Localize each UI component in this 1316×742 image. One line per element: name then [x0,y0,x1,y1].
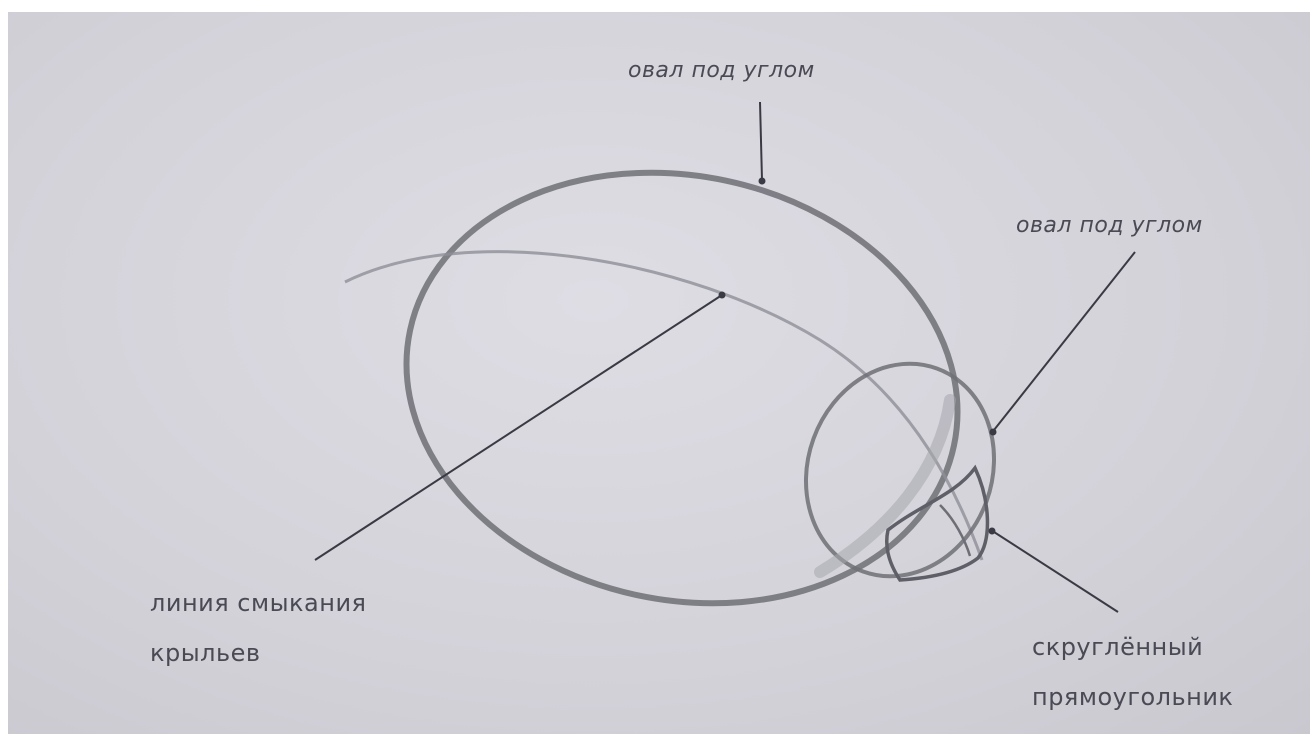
leader-line-oval-right [994,252,1135,430]
label-wing-line-1: линия смыкания [150,578,366,628]
leader-line-oval-top [760,102,762,180]
head-oval [777,337,1024,603]
label-rect-line-2: прямоугольник [1032,672,1233,722]
leader-line-rect [994,532,1118,612]
label-wing-closure-line: линия смыкания крыльев [150,578,366,678]
label-rect-line-1: скруглённый [1032,622,1233,672]
leader-dot-rect [989,528,996,535]
label-oval-top: овал под углом [628,58,815,83]
head-shading [820,400,950,572]
label-wing-line-2: крыльев [150,628,366,678]
leader-dot-oval-top [759,178,766,185]
label-rounded-rectangle: скруглённый прямоугольник [1032,622,1233,722]
leader-dot-wing [719,292,726,299]
leader-line-wing [315,295,722,560]
leader-dot-oval-right [990,429,997,436]
label-oval-right: овал под углом [1016,213,1203,238]
